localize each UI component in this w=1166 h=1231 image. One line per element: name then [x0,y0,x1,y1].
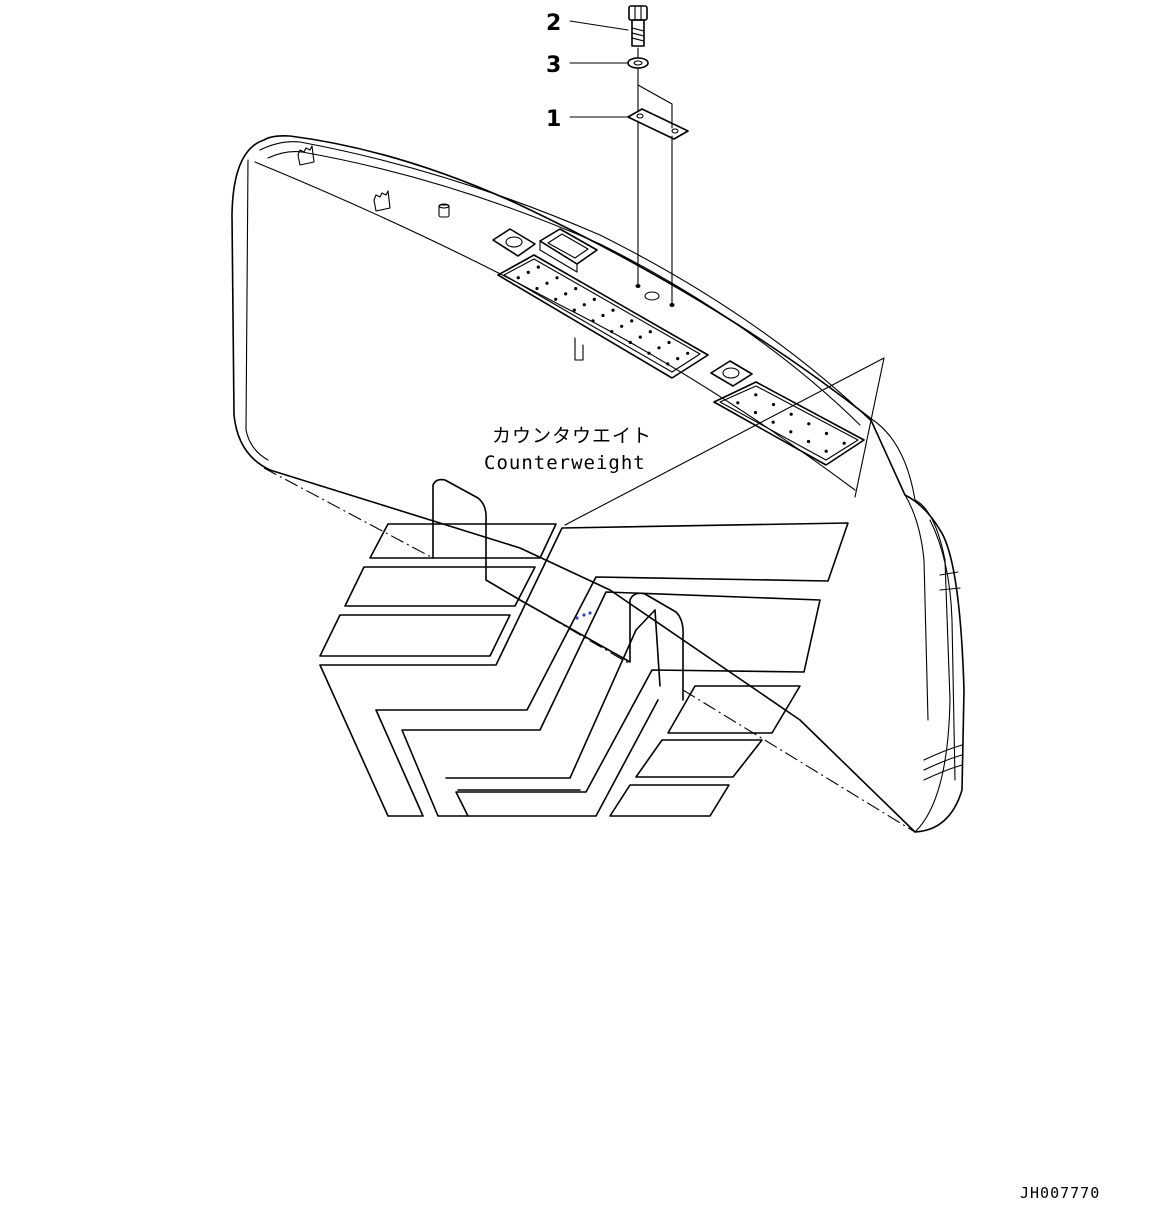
anti-slip-dot [516,276,520,280]
anti-slip-dot [610,330,614,334]
square-cap [539,228,598,273]
anti-slip-dot [647,351,651,355]
hook-fitting [373,190,391,212]
anti-slip-dot [526,270,530,274]
plate-part [627,84,689,140]
anti-slip-dot [648,330,652,334]
anti-slip-panel [497,254,709,379]
bolt-part [628,5,648,47]
anti-slip-dot [628,340,632,344]
anti-slip-dot [736,401,740,405]
callout-number: 3 [546,53,561,78]
anti-slip-dot [789,430,793,434]
label-leader [564,357,885,526]
anti-slip-dot [771,402,776,407]
anti-slip-dot [582,303,586,307]
anti-slip-dot [667,340,671,345]
square-cap [492,228,536,257]
counterweight-body [231,135,965,833]
anti-slip-dot [535,286,539,291]
washer-part [627,57,649,69]
anti-slip-dot [591,319,595,323]
label-leader [854,357,885,498]
anti-slip-dot [545,281,549,285]
drawing-reference: JH007770 [1020,1184,1100,1202]
anti-slip-dot [611,308,615,312]
callout-washer: 3 [546,53,629,78]
anti-slip-dot [824,449,828,453]
callout-bolt: 2 [546,11,629,36]
anti-slip-dot [754,393,758,397]
boss-fitting [438,203,450,218]
callout-plate: 1 [546,107,631,132]
label-japanese: カウンタウエイト [492,425,652,447]
mounting-hole [644,291,660,301]
anti-slip-dot [555,276,559,280]
mounting-hole [635,284,641,288]
bracket [574,337,584,361]
anti-slip-dot [572,308,576,312]
anti-slip-dot [536,265,540,269]
anti-slip-dot [686,351,690,355]
anti-slip-dot [807,422,811,426]
anti-slip-dot [824,431,829,436]
anti-slip-dot [601,313,605,318]
anti-slip-dot [753,410,758,415]
callout-number: 1 [546,107,561,132]
anti-slip-panel [713,381,865,466]
anti-slip-dot [620,324,624,328]
anti-slip-dot [564,292,568,296]
anti-slip-dot [574,287,578,291]
anti-slip-dot [676,357,680,361]
label-english: Counterweight [484,452,646,474]
anti-slip-dot [771,420,775,424]
square-cap [710,360,753,387]
side-decal [319,478,849,817]
hook-fitting [297,145,315,166]
anti-slip-dot [657,346,661,350]
anti-slip-dot [806,439,811,444]
anti-slip-dot [630,319,634,323]
anti-slip-dot [666,362,670,366]
anti-slip-dot [789,412,793,416]
callout-number: 2 [546,11,561,36]
anti-slip-dot [554,297,558,301]
anti-slip-dot [638,335,642,339]
anti-slip-dot [842,441,846,445]
mounting-hole [669,303,675,307]
anti-slip-dot [592,297,596,301]
